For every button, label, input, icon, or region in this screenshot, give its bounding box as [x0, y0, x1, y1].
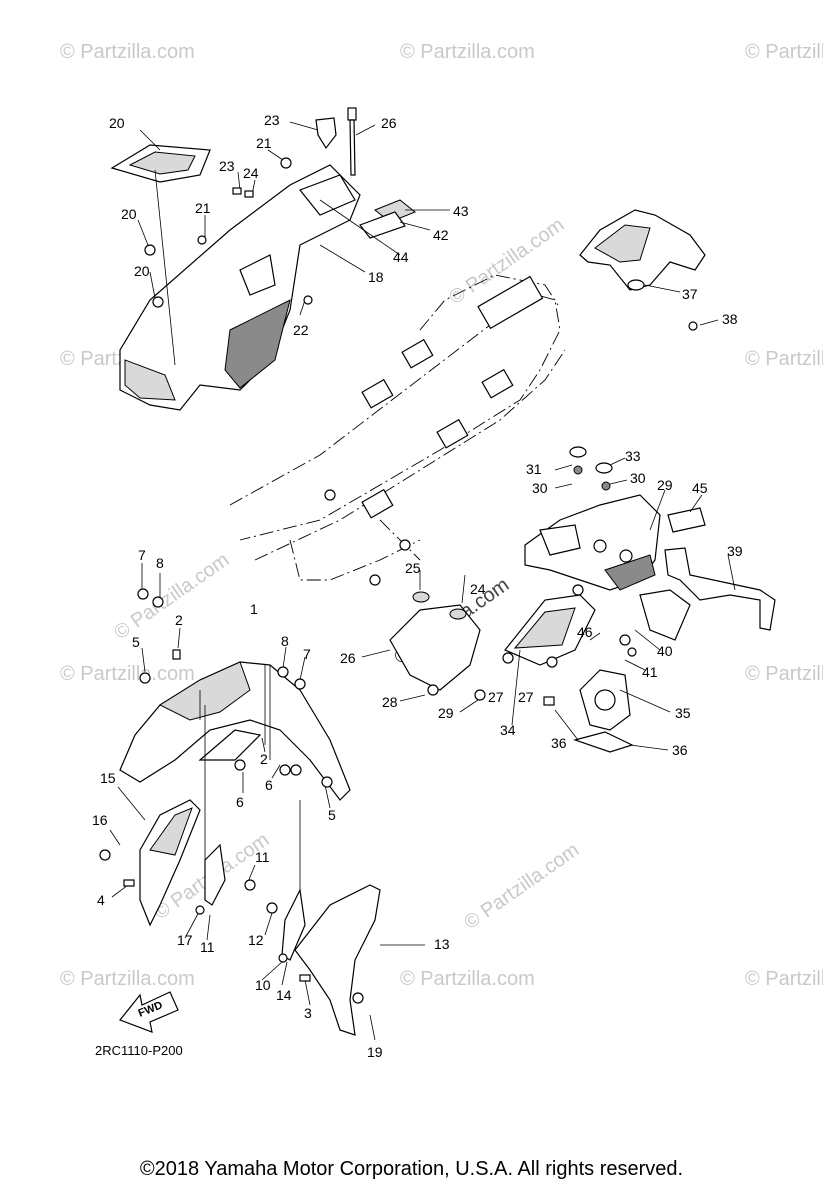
callout: 20 [121, 206, 137, 222]
callout: 33 [625, 448, 641, 464]
watermark: © Partzilla.com [400, 968, 535, 990]
callout: 2 [175, 612, 183, 628]
callout: 21 [195, 200, 211, 216]
frame-outline [229, 274, 566, 586]
callout: 20 [134, 263, 150, 279]
callout: 24 [470, 581, 486, 597]
callout: 40 [657, 643, 673, 659]
callout: 12 [248, 932, 264, 948]
part-9-stay [281, 888, 306, 961]
callout: 11 [255, 849, 270, 865]
callout: 10 [255, 977, 271, 993]
callout: 2 [260, 751, 268, 767]
callout: 27 [518, 689, 534, 705]
callout: 4 [97, 892, 105, 908]
callout: 13 [434, 936, 450, 952]
callout: 23 [264, 112, 280, 128]
callout: 38 [722, 311, 738, 327]
callout: 7 [138, 547, 146, 563]
callout: 21 [256, 135, 272, 151]
callout: 15 [100, 770, 116, 786]
part-25-cable-tie [347, 107, 357, 176]
callout: 43 [453, 203, 469, 219]
watermark: © Partzilla.com [60, 663, 195, 685]
callout: 14 [276, 987, 292, 1003]
callout: 30 [532, 480, 548, 496]
callout: 27 [488, 689, 504, 705]
callout: 5 [328, 807, 336, 823]
callout: 39 [727, 543, 743, 559]
copyright-footer: ©2018 Yamaha Motor Corporation, U.S.A. A… [139, 1158, 684, 1180]
callout: 5 [132, 634, 140, 650]
callout: 37 [682, 286, 698, 302]
watermark: © Partzilla.com [110, 549, 233, 644]
watermark: © Partzilla.com [60, 968, 195, 990]
callout: 29 [438, 705, 454, 721]
callout: 34 [500, 722, 516, 738]
fwd-arrow-icon: FWD [119, 991, 179, 1033]
callout: 28 [382, 694, 398, 710]
part-26-bracket [389, 591, 481, 691]
hardware [99, 157, 698, 1004]
callout: 45 [692, 480, 708, 496]
callout: 11 [200, 939, 215, 955]
callout: 18 [368, 269, 384, 285]
callout: 35 [675, 705, 691, 721]
part-19-pad [110, 144, 211, 183]
callout: 29 [657, 477, 673, 493]
watermark: © Partzilla.com [400, 41, 535, 63]
part-35-stay [572, 731, 634, 753]
watermark: © Partzilla.com [460, 839, 583, 934]
callout: 6 [236, 794, 244, 810]
callout: 7 [303, 646, 311, 662]
callout: 17 [177, 932, 193, 948]
callout: 20 [109, 115, 125, 131]
callout: 42 [433, 227, 449, 243]
part-1-front-fender [119, 661, 351, 801]
callout: 8 [156, 555, 164, 571]
part-33-bracket [579, 669, 631, 731]
callout: 3 [304, 1005, 312, 1021]
watermark: © Partzilla.com [745, 663, 823, 685]
callout: 26 [340, 650, 356, 666]
callout: 30 [630, 470, 646, 486]
part-15-side-cover [139, 799, 201, 927]
part-42-43-tags [359, 199, 416, 239]
watermark: © Partzilla.com [745, 348, 823, 370]
part-31-46-brace [504, 594, 596, 666]
part-10-stay [204, 843, 226, 906]
callout: 31 [526, 461, 542, 477]
part-45-reflector [667, 507, 706, 533]
callout: 36 [672, 742, 688, 758]
leader-lines [109, 121, 736, 1041]
callout-labels: 20 20 20 21 21 22 23 23 24 26 18 43 42 4… [92, 112, 743, 1060]
part-39-plate-holder [664, 547, 776, 631]
callout: 1 [250, 601, 258, 617]
callout: 25 [405, 560, 421, 576]
callout: 24 [243, 165, 259, 181]
callout: 19 [367, 1044, 383, 1060]
callout: 6 [265, 777, 273, 793]
callout: 22 [293, 322, 309, 338]
diagram-code: 2RC1110-P200 [95, 1043, 183, 1058]
part-12-side-cover [294, 884, 381, 1036]
callout: 16 [92, 812, 108, 828]
callout: 36 [551, 735, 567, 751]
callout: 23 [219, 158, 235, 174]
callout: 46 [577, 624, 593, 640]
watermark: © Partzilla.com [60, 41, 195, 63]
callout: 8 [281, 633, 289, 649]
callout: 44 [393, 249, 409, 265]
part-22-clip [315, 117, 337, 150]
callout: 41 [642, 664, 658, 680]
watermark: © Partzilla.com [745, 41, 823, 63]
part-18-rear-fender [119, 164, 361, 411]
part-37-grab-bar [579, 209, 706, 291]
callout: 26 [381, 115, 397, 131]
part-28-license-bracket [524, 494, 691, 641]
watermark: © Partzilla.com [745, 968, 823, 990]
